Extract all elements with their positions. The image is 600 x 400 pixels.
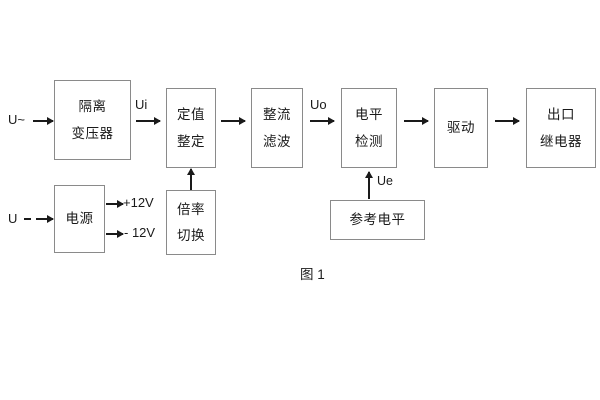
block-isolation-transformer-line1: 隔离 [78,99,107,114]
signal-label-ue: Ue [377,174,393,188]
arrow-ac-input-to-isolation-transformer [33,120,53,122]
block-power-supply-line1: 电源 [65,211,94,227]
block-rectify-filter-line2: 滤波 [263,133,291,149]
block-drive-line1: 驱动 [447,120,475,136]
arrow-setting-value-to-rectify-filter [221,120,245,122]
arrow-dc-input-to-power-supply [36,218,53,220]
block-ratio-switch: 倍率 切换 [166,190,216,255]
arrow-isolation-transformer-to-setting-value [136,120,160,122]
rail-label-negative-12v: - 12V [124,225,156,240]
rail-label-positive-12v: +12V [123,195,154,210]
figure-caption: 图 1 [300,267,325,282]
arrow-rectify-filter-to-level-detect [310,120,334,122]
block-level-detect-line2: 检测 [355,133,383,149]
dc-input-label: U [8,211,18,226]
block-level-detect: 电平 检测 [341,88,397,168]
arrow-power-supply-positive-rail [106,203,123,205]
block-output-relay-line1: 出口 [547,107,575,122]
block-setting-value-line2: 整定 [177,133,205,149]
block-level-detect-line1: 电平 [355,107,383,122]
block-ratio-switch-line1: 倍率 [177,201,205,217]
block-isolation-transformer-line2: 变压器 [71,125,114,141]
block-rectify-filter: 整流 滤波 [251,88,303,168]
block-setting-value: 定值 整定 [166,88,216,168]
block-reference-level: 参考电平 [330,200,425,240]
block-output-relay: 出口 继电器 [526,88,596,168]
block-power-supply: 电源 [54,185,105,253]
block-rectify-filter-line1: 整流 [263,107,291,122]
arrow-power-supply-negative-rail [106,233,123,235]
block-output-relay-line2: 继电器 [540,133,582,149]
block-isolation-transformer: 隔离 变压器 [54,80,131,160]
signal-label-ui: Ui [135,97,148,112]
arrow-ratio-switch-to-setting-value [190,169,192,190]
signal-label-uo: Uo [310,97,327,112]
dc-input-dash-segment [24,218,40,220]
block-drive: 驱动 [434,88,488,168]
arrow-reference-level-to-level-detect [368,172,370,199]
arrow-drive-to-output-relay [495,120,519,122]
ac-input-label: U~ [8,112,25,127]
block-ratio-switch-line2: 切换 [177,228,205,243]
block-setting-value-line1: 定值 [177,107,205,122]
arrow-level-detect-to-drive [404,120,428,122]
block-reference-level-line1: 参考电平 [349,212,406,228]
